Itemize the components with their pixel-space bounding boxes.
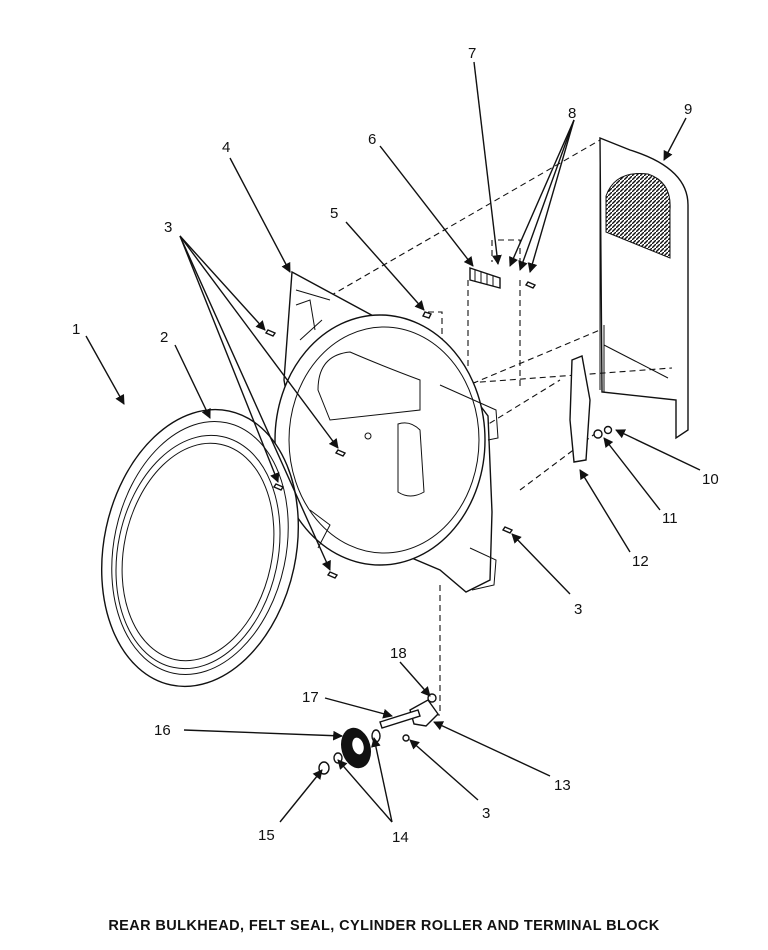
- callout-14: 14: [392, 829, 409, 846]
- callout-15: 15: [258, 827, 275, 844]
- callout-7: 7: [468, 45, 476, 62]
- callout-5: 5: [330, 205, 338, 222]
- leader-lines: [85, 61, 701, 823]
- callout-labels: 1 2 3 4 5 6 7 8 9 10 11 12 3 18 17 16 13…: [72, 45, 719, 846]
- callout-18: 18: [390, 645, 407, 662]
- rear-bulkhead: [274, 270, 499, 593]
- callout-11: 11: [662, 510, 678, 527]
- callout-17: 17: [302, 689, 319, 706]
- callout-13: 13: [554, 777, 571, 794]
- callout-9: 9: [684, 101, 692, 118]
- callout-6: 6: [368, 131, 376, 148]
- callout-10: 10: [702, 471, 719, 488]
- bracket-part: [569, 355, 591, 463]
- callout-3-upper-left: 3: [164, 219, 172, 236]
- terminal-block: [469, 267, 501, 289]
- callout-16: 16: [154, 722, 171, 739]
- callout-3-bottom: 3: [482, 805, 490, 822]
- callout-1: 1: [72, 321, 80, 338]
- exploded-parts-diagram: 1 2 3 4 5 6 7 8 9 10 11 12 3 18 17 16 13…: [72, 45, 719, 846]
- callout-12: 12: [632, 553, 649, 570]
- cover-vent-grille: [605, 172, 671, 259]
- callout-4: 4: [222, 139, 230, 156]
- seal-ring: [115, 434, 281, 670]
- callout-8: 8: [568, 105, 576, 122]
- screws: [264, 281, 613, 579]
- terminal-cover-panel: [599, 136, 689, 440]
- callout-3-right: 3: [574, 601, 582, 618]
- diagram-caption: REAR BULKHEAD, FELT SEAL, CYLINDER ROLLE…: [108, 918, 660, 934]
- callout-2: 2: [160, 329, 168, 346]
